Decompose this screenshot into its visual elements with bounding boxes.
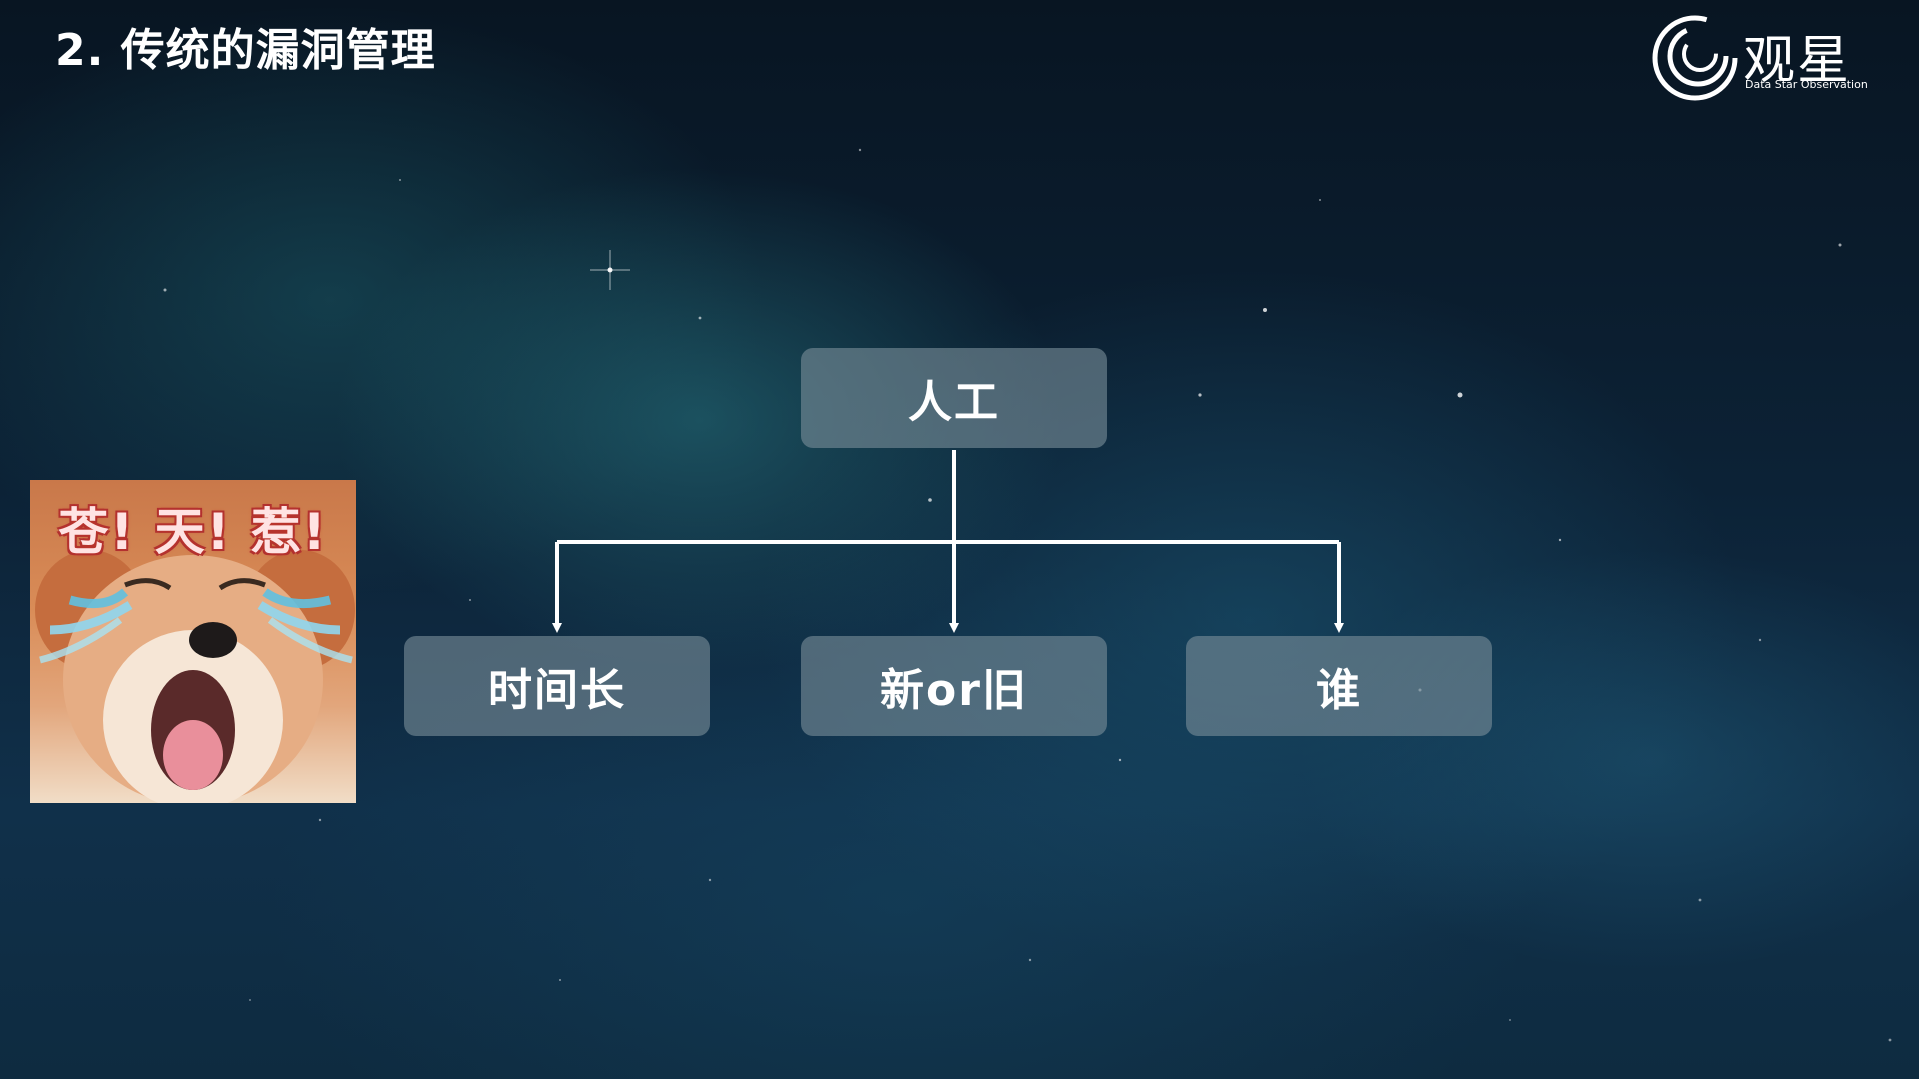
slide-title: 2. 传统的漏洞管理 <box>55 25 436 76</box>
swirl-logo-icon <box>1652 15 1738 101</box>
crying-dog-meme-icon <box>35 550 355 803</box>
logo-subtitle: Data Star Observation <box>1745 78 1868 91</box>
child-node-label: 谁 <box>1316 665 1362 716</box>
child-node-1: 时间长 <box>404 636 710 736</box>
child-node-label: 时间长 <box>488 665 626 716</box>
root-node-label: 人工 <box>908 377 1000 428</box>
meme-caption: 苍! 天! 惹! <box>58 503 328 561</box>
child-node-3: 谁 <box>1186 636 1492 736</box>
logo: 观星 Data Star Observation <box>1650 12 1868 104</box>
root-node: 人工 <box>801 348 1107 448</box>
child-node-2: 新or旧 <box>801 636 1107 736</box>
child-node-label: 新or旧 <box>880 665 1028 716</box>
crying-dog-meme-image: 苍! 天! 惹! <box>30 480 356 803</box>
logo-name: 观星 <box>1743 31 1852 91</box>
